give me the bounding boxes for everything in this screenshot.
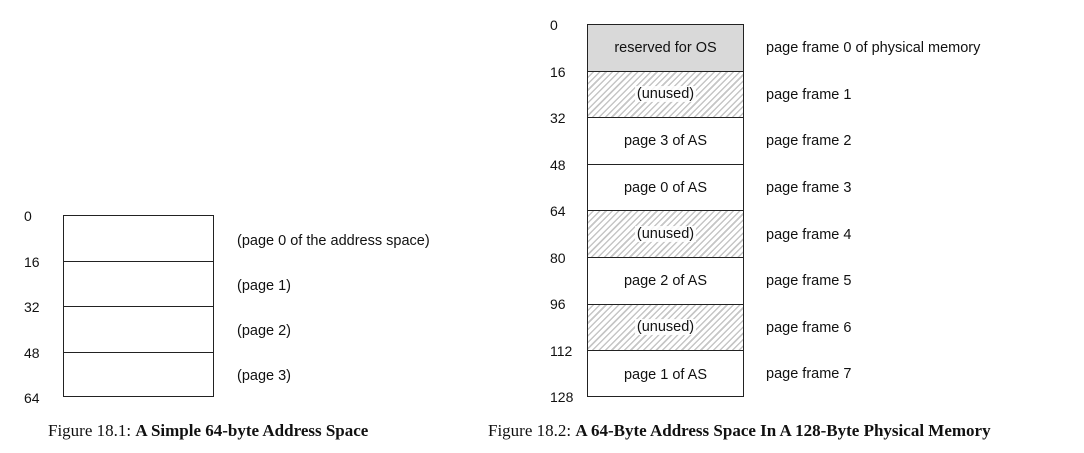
address-label: 16: [550, 64, 566, 80]
page-frame-label: page frame 6: [766, 320, 852, 336]
caption-title: A 64-Byte Address Space In A 128-Byte Ph…: [575, 421, 991, 440]
address-label: 16: [24, 254, 40, 270]
page-frame-label: page frame 0 of physical memory: [766, 40, 981, 56]
address-label: 32: [24, 299, 40, 315]
page-cell: [64, 353, 213, 399]
page-label: (page 0 of the address space): [237, 233, 430, 249]
address-label: 64: [550, 203, 566, 219]
address-label: 96: [550, 296, 566, 312]
page-cell: [64, 262, 213, 307]
frame-content: (unused): [634, 86, 697, 103]
page-label: (page 2): [237, 323, 292, 339]
address-label: 64: [24, 390, 40, 406]
frame-content: (unused): [634, 319, 697, 336]
physical-memory-box: reserved for OS (unused) page 3 of AS pa…: [587, 24, 744, 397]
caption-prefix: Figure 18.1:: [48, 421, 136, 440]
page-frame-cell: (unused): [588, 304, 743, 352]
page-frame-cell: (unused): [588, 211, 743, 258]
page-frame-label: page frame 5: [766, 273, 852, 289]
figure-caption: Figure 18.1: A Simple 64-byte Address Sp…: [48, 421, 368, 441]
caption-title: A Simple 64-byte Address Space: [135, 421, 369, 440]
address-label: 112: [550, 343, 573, 359]
frame-content: page 3 of AS: [623, 132, 708, 149]
frame-content: (unused): [634, 226, 697, 243]
page-frame-label: page frame 1: [766, 87, 852, 103]
address-label: 48: [550, 157, 566, 173]
page-cell: [64, 216, 213, 262]
figure-caption: Figure 18.2: A 64-Byte Address Space In …: [488, 421, 991, 441]
page-label: (page 3): [237, 368, 292, 384]
page-frame-cell: reserved for OS: [588, 25, 743, 72]
frame-content: reserved for OS: [614, 39, 717, 56]
address-space-box: [63, 215, 214, 397]
page-cell: [64, 307, 213, 353]
frame-content: page 2 of AS: [623, 272, 708, 289]
page-frame-label: page frame 2: [766, 133, 852, 149]
page-label: (page 1): [237, 278, 292, 294]
page-frame-cell: page 0 of AS: [588, 165, 743, 212]
address-label: 80: [550, 250, 566, 266]
address-label: 0: [24, 208, 32, 224]
page-frame-label: page frame 7: [766, 366, 852, 382]
frame-content: page 0 of AS: [623, 179, 708, 196]
page-frame-cell: page 1 of AS: [588, 351, 743, 398]
frame-content: page 1 of AS: [623, 366, 708, 383]
address-label: 32: [550, 110, 566, 126]
caption-prefix: Figure 18.2:: [488, 421, 576, 440]
page-frame-cell: page 2 of AS: [588, 258, 743, 305]
address-label: 48: [24, 345, 40, 361]
page-frame-cell: (unused): [588, 71, 743, 119]
address-label: 128: [550, 389, 574, 405]
page-frame-label: page frame 4: [766, 227, 852, 243]
address-label: 0: [550, 17, 558, 33]
page-frame-cell: page 3 of AS: [588, 118, 743, 165]
page-frame-label: page frame 3: [766, 180, 852, 196]
